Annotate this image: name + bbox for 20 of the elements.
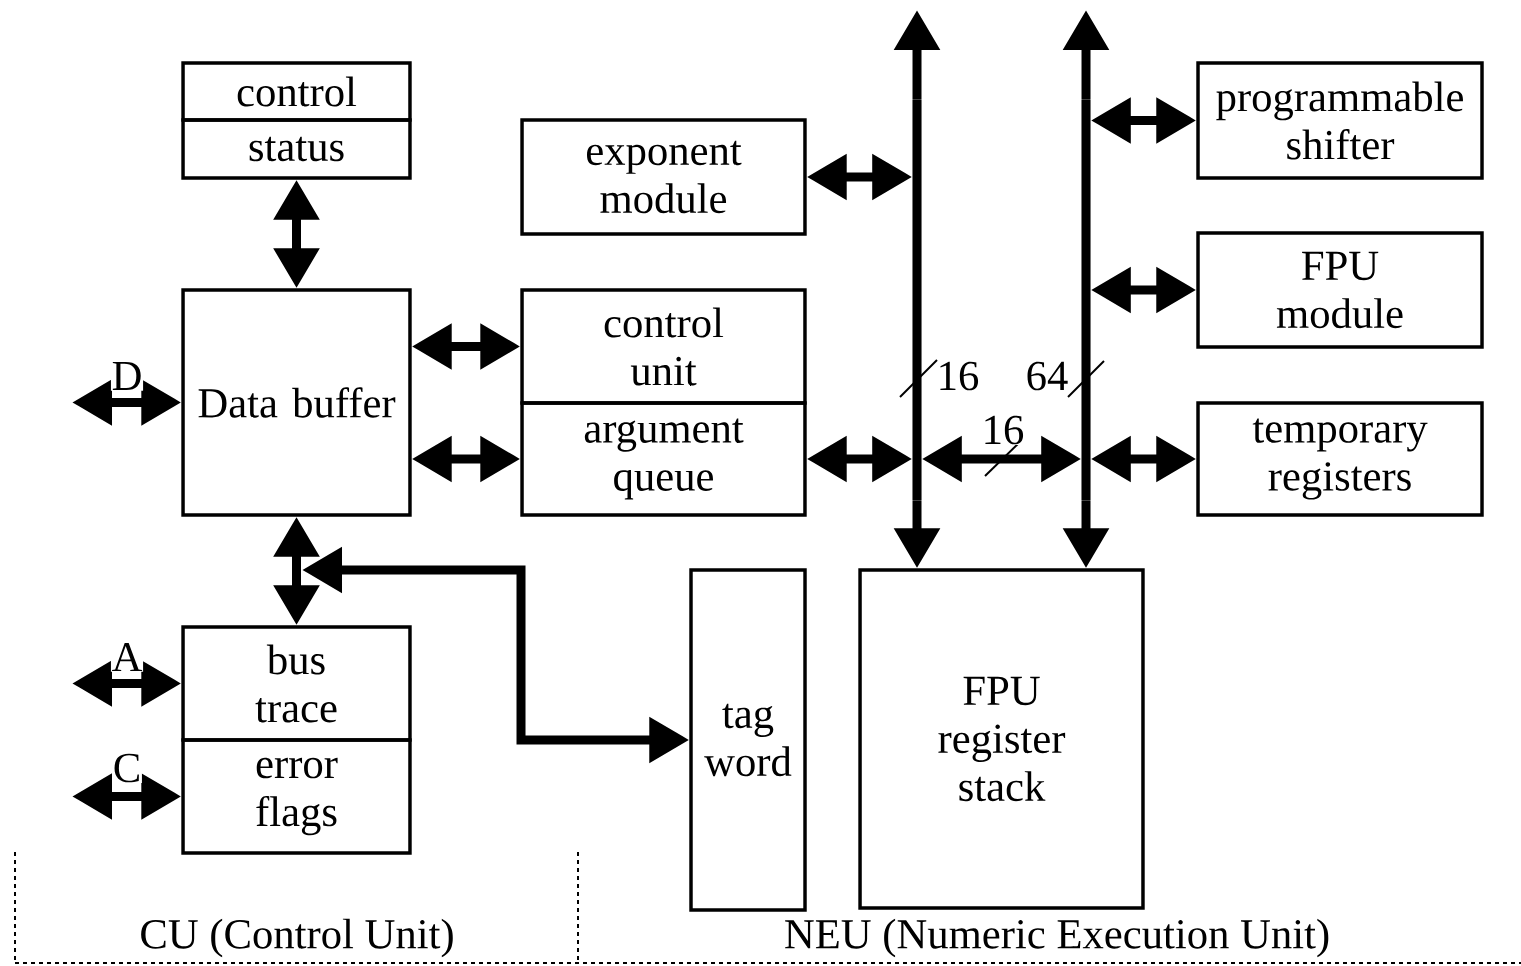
process-box: Data buffer — [181, 288, 412, 517]
edge-label: D — [110, 361, 144, 391]
process-box: programmable shifter — [1196, 61, 1484, 180]
bus-width-label: 16 — [940, 361, 979, 391]
process-box: FPU module — [1196, 231, 1484, 349]
bus-width-label: 64 — [1027, 361, 1068, 391]
process-box: argument queue — [520, 401, 807, 517]
region-label: NEU (Numeric Execution Unit) — [785, 918, 1329, 958]
process-box: status — [181, 118, 412, 180]
region-label: CU (Control Unit) — [141, 918, 453, 958]
process-box: exponent module — [520, 118, 807, 236]
process-box: error flags — [181, 738, 412, 855]
process-box: control — [181, 61, 412, 122]
process-box: tag word — [689, 568, 807, 912]
process-box: FPU register stack — [858, 568, 1145, 910]
process-box: control unit — [520, 288, 807, 405]
edge-label: 16 — [981, 415, 1025, 445]
edge-label: A — [110, 642, 144, 672]
process-box: temporary registers — [1196, 401, 1484, 517]
edge-label: C — [112, 753, 142, 783]
